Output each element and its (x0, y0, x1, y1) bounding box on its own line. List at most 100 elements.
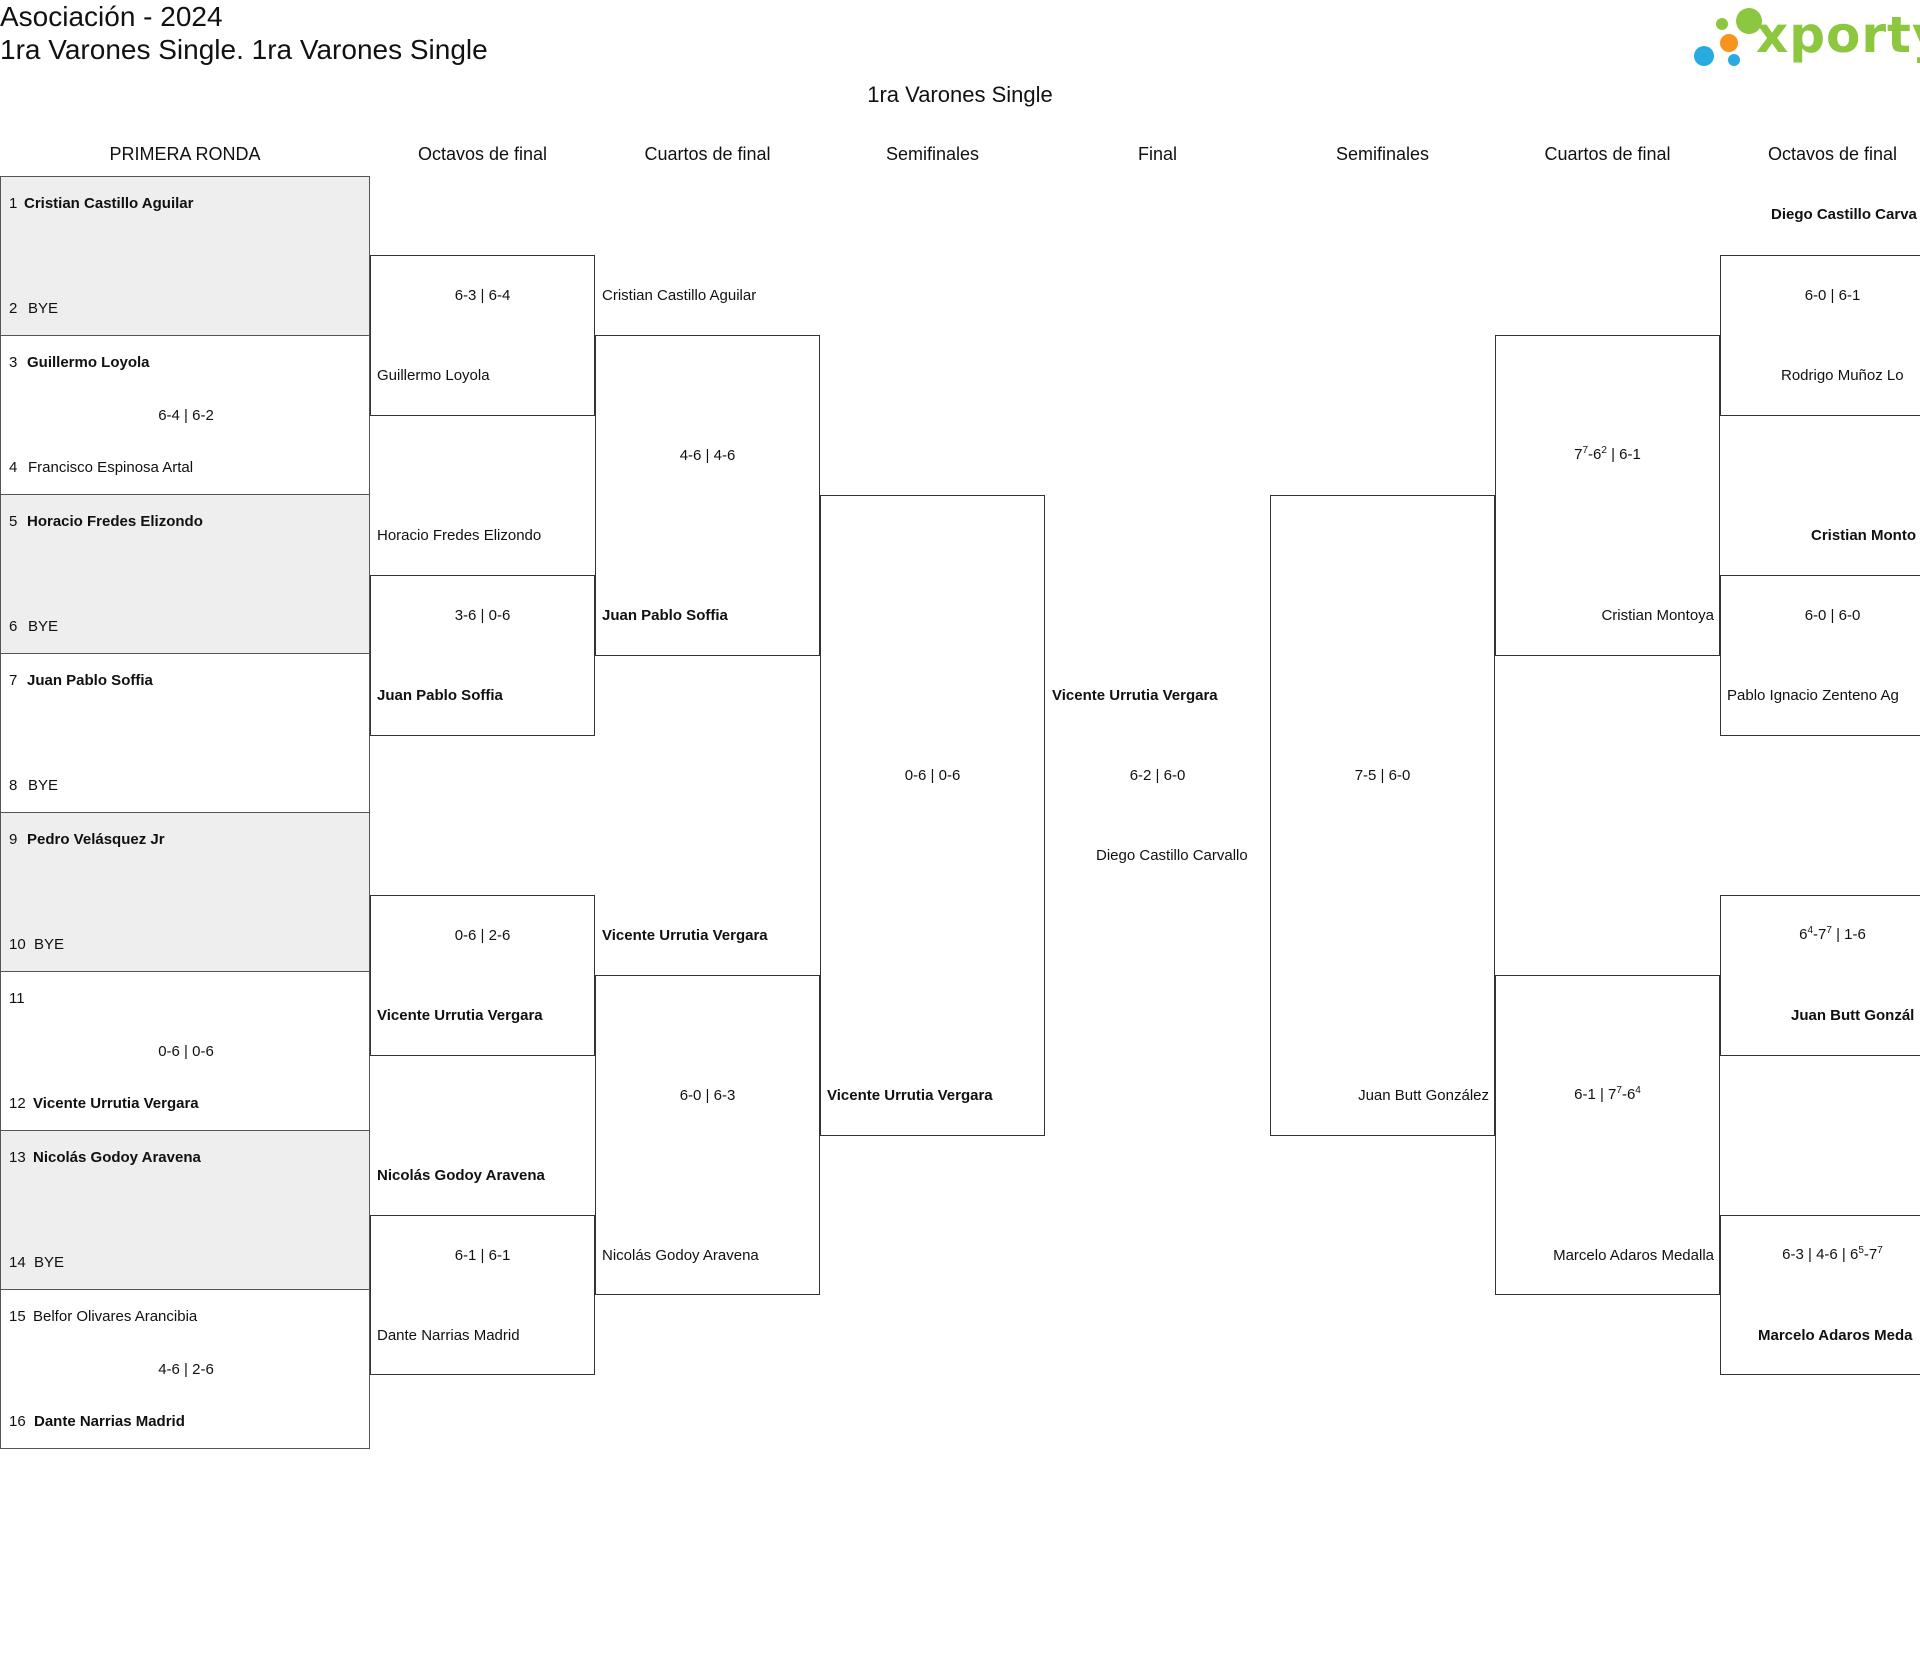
match-score: 6-0 | 6-3 (679, 1087, 736, 1104)
seed-number: 11 (9, 990, 25, 1007)
col-header-primera-ronda: PRIMERA RONDA (109, 144, 261, 164)
seed-number: 13 (9, 1149, 26, 1166)
seed-number: 2 (9, 300, 18, 317)
octavos-bracket-line (1720, 255, 1920, 416)
player-name: Cristian Monto (1811, 527, 1916, 544)
logo-dot-small-green-icon (1716, 18, 1728, 30)
col-header-cuartos-left: Cuartos de final (644, 144, 771, 164)
player-name: Juan Pablo Soffia (27, 672, 153, 689)
player-name: Francisco Espinosa Artal (28, 459, 194, 476)
player-name: Belfor Olivares Arancibia (33, 1308, 198, 1325)
col-header-cuartos-right: Cuartos de final (1544, 144, 1671, 164)
col-header-octavos-right: Octavos de final (1767, 144, 1898, 164)
player-name: Horacio Fredes Elizondo (27, 513, 203, 530)
player-name: Nicolás Godoy Aravena (377, 1167, 545, 1184)
player-name: BYE (28, 618, 59, 635)
player-name: Horacio Fredes Elizondo (377, 527, 542, 544)
seed-number: 10 (9, 936, 26, 953)
match-box: 13 Nicolás Godoy Aravena 14 BYE (0, 1130, 370, 1290)
logo-dot-blue-icon (1694, 46, 1714, 66)
match-score: 3-6 | 0-6 (454, 607, 511, 624)
logo-dot-green-icon (1736, 8, 1762, 34)
player-name: Cristian Montoya (1601, 607, 1714, 624)
player-name: Juan Butt González (1358, 1087, 1489, 1104)
match-score: 6-3 | 6-4 (454, 287, 511, 304)
match-box: 15 Belfor Olivares Arancibia 4-6 | 2-6 1… (0, 1289, 370, 1449)
player-name: Dante Narrias Madrid (34, 1413, 185, 1430)
player-name: Juan Butt Gonzál (1791, 1007, 1915, 1024)
seed-number: 15 (9, 1308, 26, 1325)
cuartos-bracket-line (1495, 335, 1720, 656)
finalist-name: Vicente Urrutia Vergara (1052, 687, 1218, 704)
xporty-logo: xporty (1690, 4, 1920, 70)
finalist-name: Diego Castillo Carvallo (1096, 847, 1248, 864)
seed-number: 7 (9, 672, 18, 689)
player-name: Marcelo Adaros Medalla (1553, 1247, 1714, 1264)
player-name: BYE (28, 777, 59, 794)
match-score: 6-4 | 6-2 (158, 407, 214, 424)
match-score: 0-6 | 0-6 (904, 767, 961, 784)
octavos-bracket-line (1720, 1215, 1920, 1375)
octavos-bracket-line (370, 895, 595, 1056)
logo-dot-orange-icon (1720, 34, 1738, 52)
player-name: Juan Pablo Soffia (377, 687, 503, 704)
tournament-title: Asociación - 2024 (0, 1, 223, 32)
match-box: 11 0-6 | 0-6 12 Vicente Urrutia Vergara (0, 971, 370, 1131)
match-score: 0-6 | 0-6 (158, 1043, 214, 1060)
match-box: 7 Juan Pablo Soffia 8 BYE (0, 653, 370, 813)
match-score: 77-62 | 6-1 (1574, 445, 1641, 463)
col-header-final: Final (1137, 144, 1177, 164)
octavos-bracket-line (1720, 575, 1920, 736)
logo-wordmark: xporty (1756, 6, 1920, 64)
player-name: Cristian Castillo Aguilar (602, 287, 757, 304)
match-score: 6-1 | 6-1 (454, 1247, 511, 1264)
player-name: Vicente Urrutia Vergara (827, 1087, 993, 1104)
player-name: Diego Castillo Carva (1771, 206, 1917, 223)
player-name: Guillermo Loyola (27, 354, 150, 371)
seed-number: 12 (9, 1095, 26, 1112)
player-name: Pablo Ignacio Zenteno Ag (1727, 687, 1899, 704)
octavos-bracket-line (370, 255, 595, 416)
player-name: Dante Narrias Madrid (377, 1327, 520, 1344)
match-box: 1 Cristian Castillo Aguilar 2 BYE (0, 176, 370, 336)
col-header-octavos-left: Octavos de final (417, 144, 548, 164)
player-name: Nicolás Godoy Aravena (33, 1149, 201, 1166)
cuartos-bracket-line (1495, 975, 1720, 1295)
match-score: 64-77 | 1-6 (1799, 925, 1866, 943)
match-box: 3 Guillermo Loyola 6-4 | 6-2 4 Francisco… (0, 335, 370, 495)
col-header-semis-right: Semifinales (1335, 144, 1430, 164)
player-name: Cristian Castillo Aguilar (24, 195, 194, 212)
octavos-bracket-line (370, 575, 595, 736)
match-score: 7-5 | 6-0 (1354, 767, 1411, 784)
match-score: 0-6 | 2-6 (454, 927, 511, 944)
player-name: Vicente Urrutia Vergara (602, 927, 768, 944)
match-box: 9 Pedro Velásquez Jr 10 BYE (0, 812, 370, 972)
seed-number: 1 (9, 195, 18, 212)
match-score: 6-0 | 6-0 (1804, 607, 1861, 624)
seed-number: 5 (9, 513, 18, 530)
semifinal-bracket-line (1270, 495, 1495, 1136)
player-name: Vicente Urrutia Vergara (33, 1095, 199, 1112)
seed-number: 6 (9, 618, 18, 635)
seed-number: 9 (9, 831, 18, 848)
player-name: Nicolás Godoy Aravena (602, 1247, 759, 1264)
player-name: Rodrigo Muñoz Lo (1781, 367, 1904, 384)
bracket-title: 1ra Varones Single (867, 82, 1053, 107)
seed-number: 16 (9, 1413, 26, 1430)
match-score: 6-1 | 77-64 (1574, 1085, 1641, 1103)
logo-dot-small-blue-icon (1728, 54, 1740, 66)
semifinal-bracket-line (820, 495, 1045, 1136)
octavos-bracket-line (1720, 895, 1920, 1056)
player-name: Marcelo Adaros Meda (1758, 1327, 1913, 1344)
player-name: Juan Pablo Soffia (602, 607, 728, 624)
player-name: BYE (28, 300, 59, 317)
player-name: Vicente Urrutia Vergara (377, 1007, 543, 1024)
match-box: 5 Horacio Fredes Elizondo 6 BYE (0, 494, 370, 654)
seed-number: 8 (9, 777, 18, 794)
seed-number: 14 (9, 1254, 26, 1271)
match-score: 4-6 | 4-6 (679, 447, 736, 464)
match-score: 6-0 | 6-1 (1804, 287, 1861, 304)
player-name: BYE (34, 1254, 65, 1271)
octavos-bracket-line (370, 1215, 595, 1375)
player-name: BYE (34, 936, 65, 953)
